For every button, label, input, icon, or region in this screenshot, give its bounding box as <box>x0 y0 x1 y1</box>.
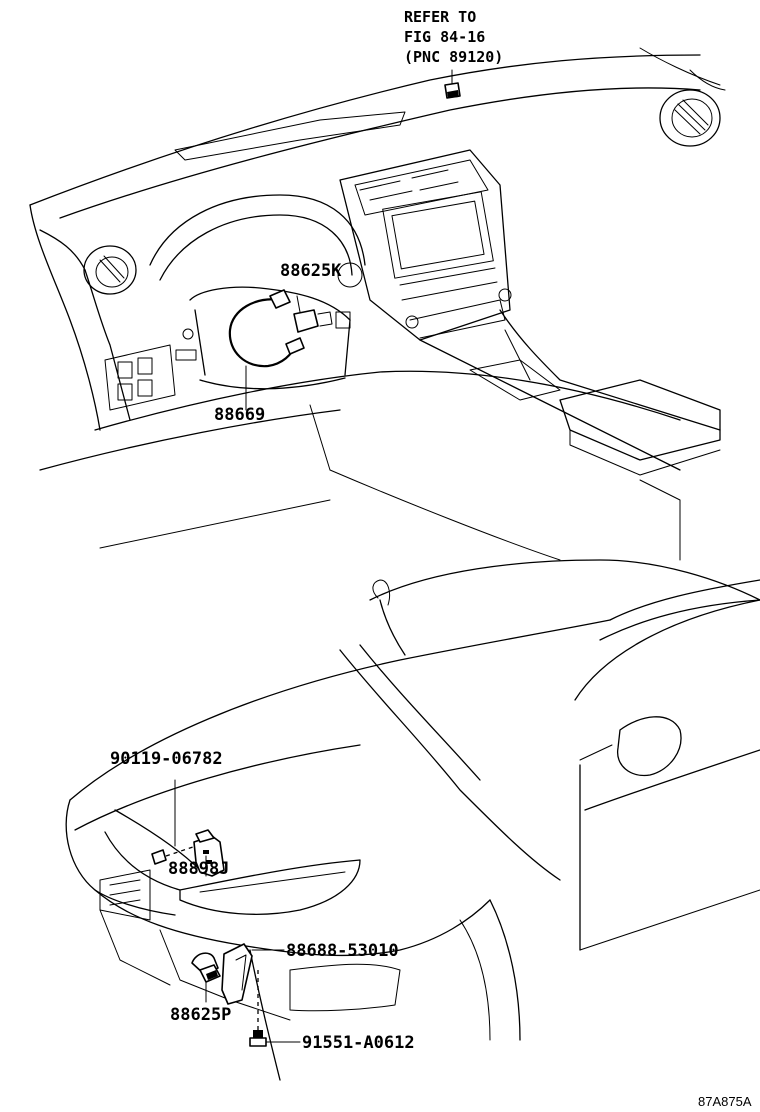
parts-group <box>151 69 453 1047</box>
sensor-j-part <box>193 829 225 877</box>
callout-88625P[interactable]: 88625P <box>170 1005 231 1025</box>
reference-line-1: REFER TO <box>404 8 476 26</box>
bracket-part <box>221 943 253 1005</box>
reference-line-2: FIG 84-16 <box>404 28 485 46</box>
bolt-screw-part <box>151 845 197 865</box>
callout-90119-06782[interactable]: 90119-06782 <box>110 749 223 769</box>
car-front-illustration <box>65 559 760 1081</box>
diagram-code: 87A875A <box>698 1094 752 1109</box>
callout-91551-A0612[interactable]: 91551-A0612 <box>302 1033 415 1053</box>
sensor-p-part <box>191 952 221 983</box>
callout-88625K[interactable]: 88625K <box>280 261 342 281</box>
callout-88688-53010[interactable]: 88688-53010 <box>286 941 399 961</box>
reference-note: REFER TO FIG 84-16 (PNC 89120) <box>404 8 503 66</box>
bolt-part <box>249 970 267 1047</box>
callout-88669[interactable]: 88669 <box>214 405 265 425</box>
reference-line-3: (PNC 89120) <box>404 48 503 66</box>
callout-88898J[interactable]: 88898J <box>168 859 229 879</box>
dashboard-illustration <box>29 47 726 561</box>
